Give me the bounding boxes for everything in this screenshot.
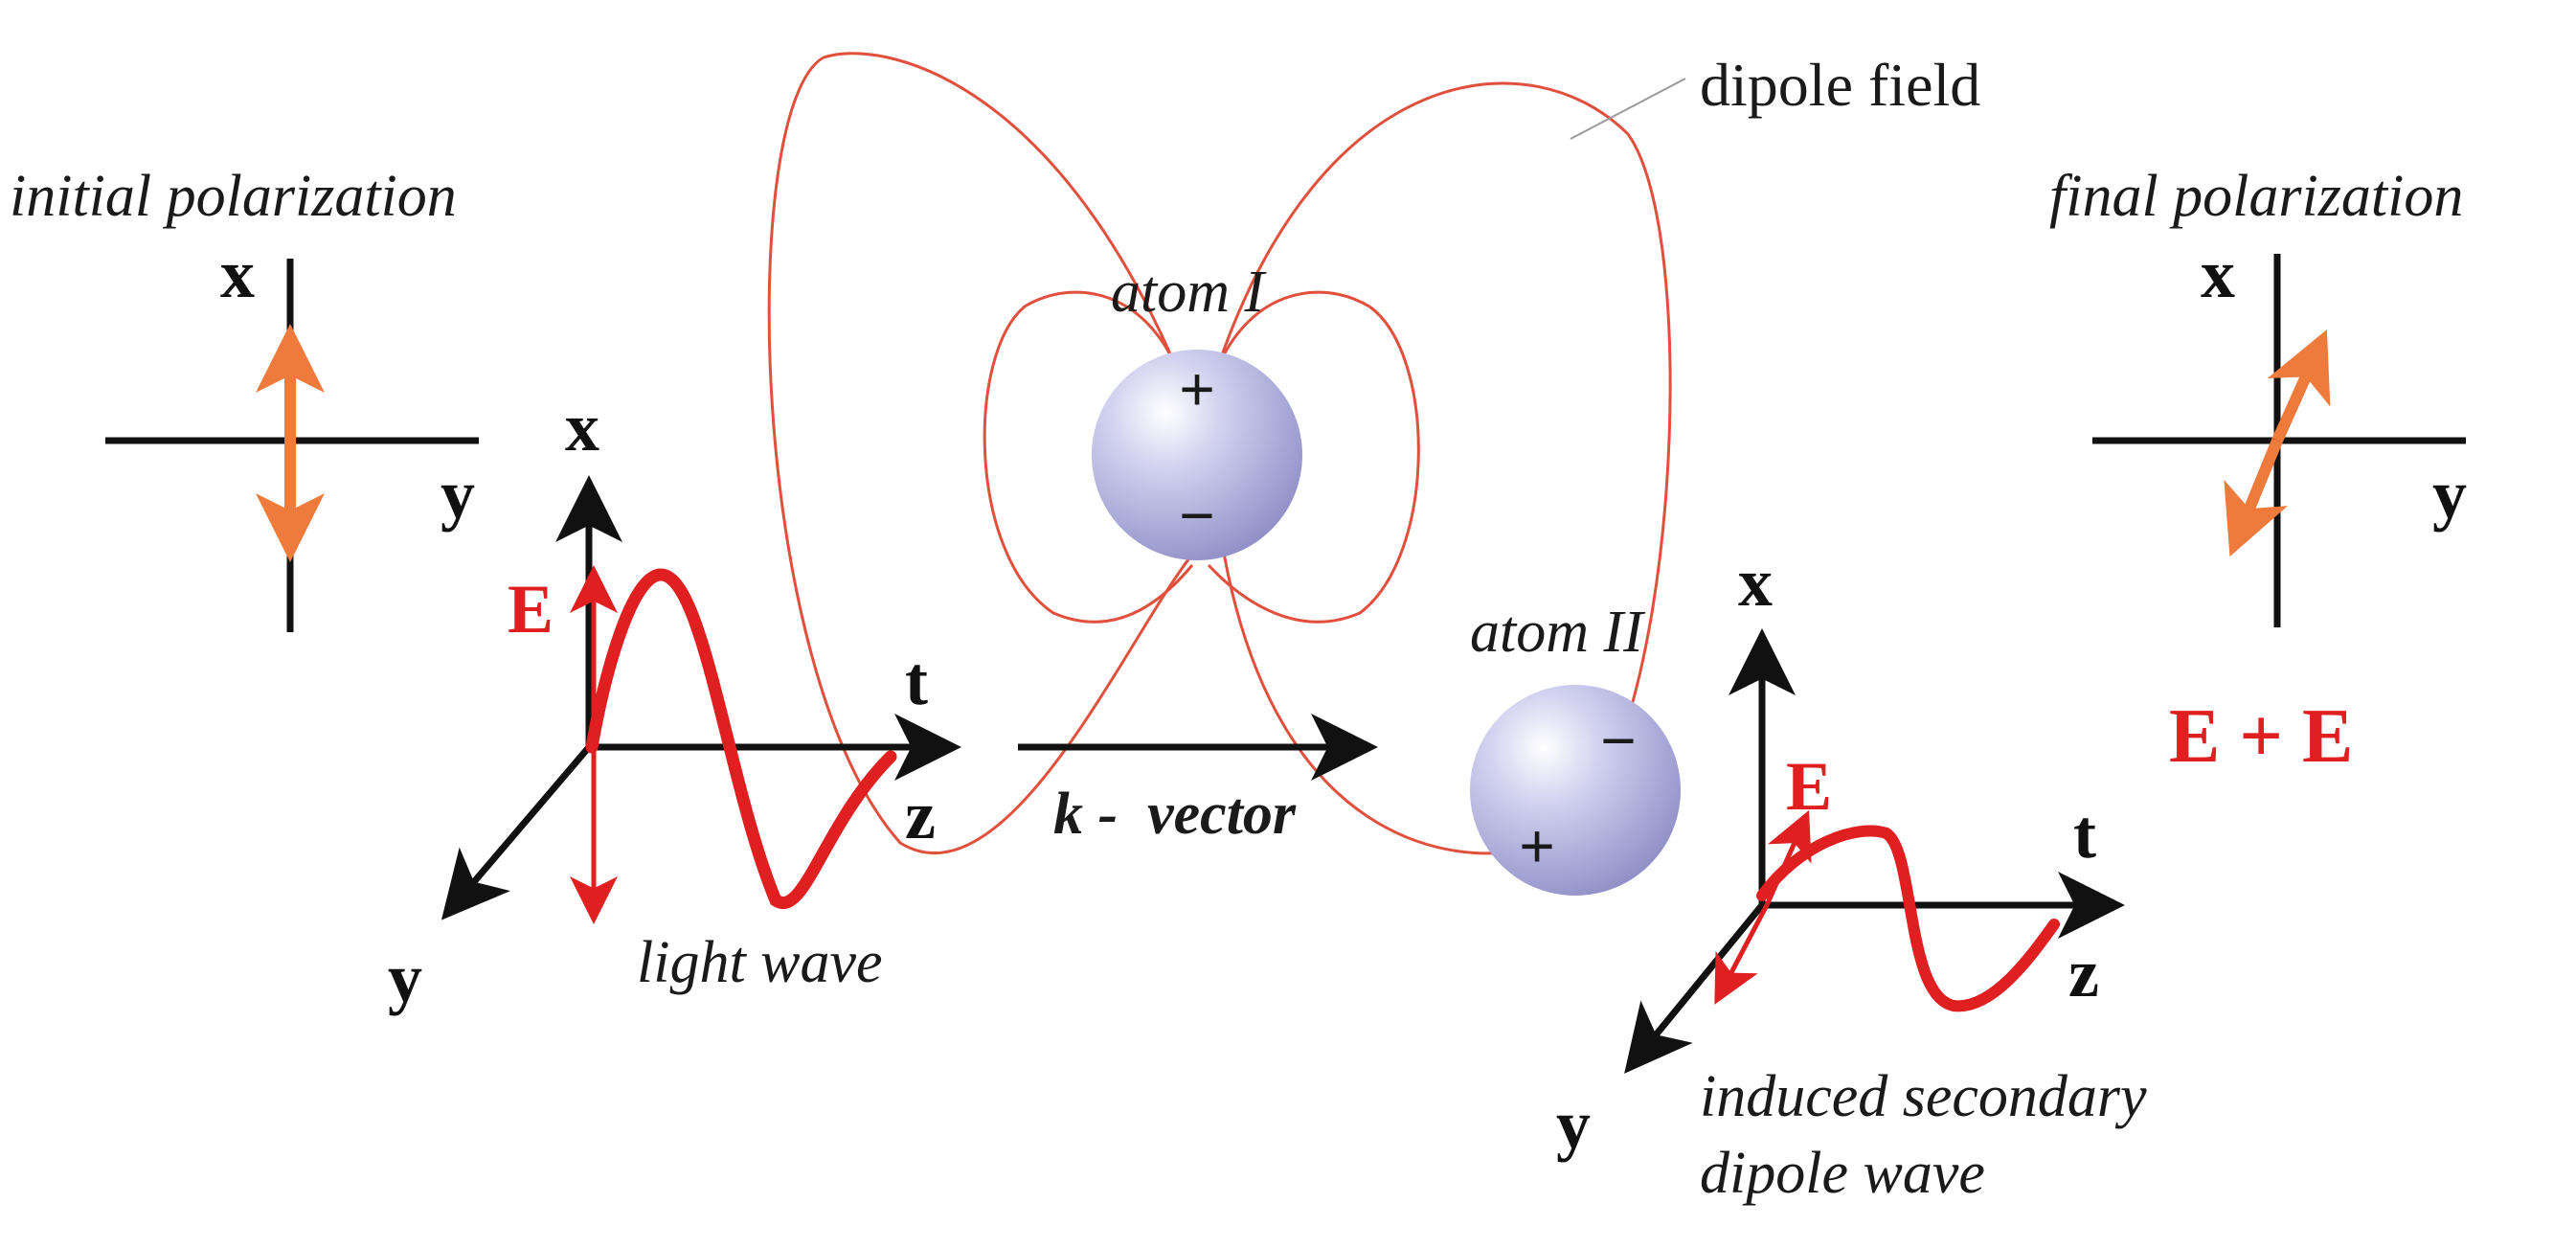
final-polarization-arrow — [2224, 329, 2331, 557]
atom-2-minus: − — [1600, 706, 1636, 775]
initial-polarization-diagram — [105, 259, 479, 632]
field-line-inner-right — [1207, 290, 1420, 624]
light-wave-e-label: E — [508, 571, 554, 647]
light-wave-axes — [441, 475, 961, 920]
dipole-wave-axis-x-label: x — [1738, 544, 1773, 621]
field-line-outer-right — [1214, 81, 1672, 855]
e-dip-label: E — [1786, 748, 1832, 825]
atom-2-plus: + — [1519, 811, 1554, 880]
atom-2-label: atom II — [1470, 600, 1646, 665]
initial-polarization-label: initial polarization — [10, 164, 457, 229]
dipole-field-lines — [767, 52, 1672, 855]
induced-wave-label-line2: dipole wave — [1700, 1141, 1985, 1206]
e-dip-label-base: E — [1786, 748, 1832, 825]
final-polarization-diagram — [2092, 254, 2466, 627]
initial-axis-x-label: x — [220, 236, 255, 312]
dipole-wave-e-vector — [1714, 809, 1812, 1005]
final-polarization-label: final polarization — [2049, 164, 2463, 229]
atom-2: − + — [1470, 685, 1681, 896]
atom-1: + − — [1092, 350, 1302, 560]
light-wave-label: light wave — [637, 930, 883, 995]
k-vector-label: k - vector — [1053, 782, 1297, 847]
initial-axis-y-label: y — [441, 456, 475, 533]
light-wave-axis-x-label: x — [565, 389, 599, 466]
atom-2-sphere — [1470, 685, 1681, 896]
atom-1-label: atom I — [1111, 260, 1268, 325]
light-wave-axis-y-label: y — [388, 940, 422, 1016]
atom-1-sphere — [1092, 350, 1302, 560]
final-axis-y-label: y — [2432, 456, 2467, 533]
induced-wave-label-line1: induced secondary — [1700, 1064, 2147, 1129]
final-axis-x-label: x — [2201, 236, 2235, 312]
light-wave-curve — [585, 568, 897, 909]
field-line-outer-left — [767, 52, 1217, 854]
dipole-field-pointer-line — [1570, 78, 1686, 140]
light-wave-axis-z-label: z — [905, 777, 936, 853]
e-plus-edip-label: E + E — [2169, 694, 2353, 779]
dipole-wave-axis-y-label: y — [1556, 1086, 1591, 1163]
atom-1-plus: + — [1179, 354, 1214, 423]
atom-1-minus: − — [1179, 481, 1214, 550]
dipole-wave-axes — [1624, 628, 2125, 1074]
dipole-wave-axis-t-label: t — [2073, 796, 2096, 873]
field-line-inner-left — [983, 290, 1194, 624]
dipole-wave-curve — [1756, 825, 2060, 1012]
light-wave-axis-t-label: t — [905, 643, 928, 719]
dipole-wave-axis-z-label: z — [2068, 935, 2099, 1011]
dipole-field-label: dipole field — [1700, 51, 1980, 119]
e-plus-edip-base: E + E — [2169, 694, 2353, 779]
